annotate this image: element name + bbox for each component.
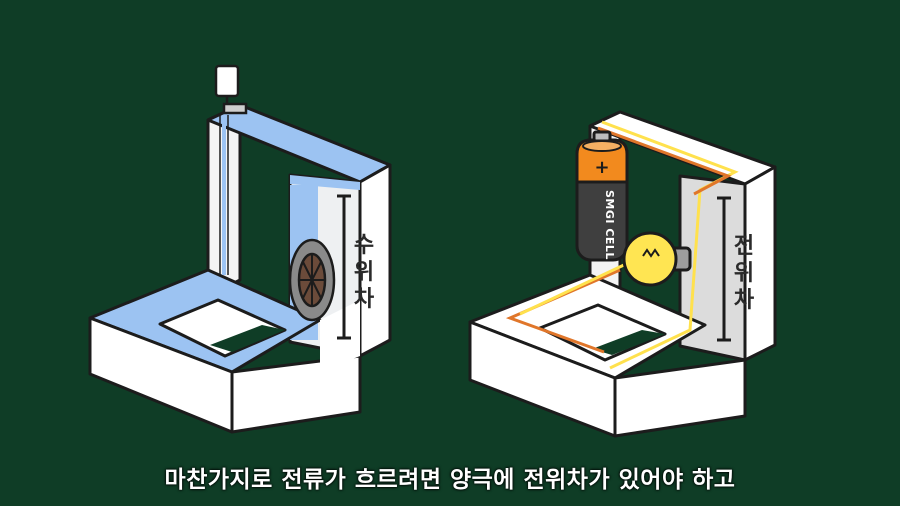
label-char: 차 (733, 288, 755, 313)
left-height-bracket (337, 194, 351, 340)
faucet-icon (214, 64, 248, 275)
water-wheel-icon (288, 238, 336, 322)
label-char: 차 (353, 287, 375, 312)
battery-icon (575, 130, 629, 262)
subtitle-caption: 마찬가지로 전류가 흐르려면 양극에 전위차가 있어야 하고 (164, 467, 736, 493)
water-height-difference-label: 수 위 차 (351, 232, 377, 313)
label-char: 수 (353, 233, 375, 258)
battery-label: SMGI CELL (603, 190, 616, 260)
battery-plus-sign: + (594, 157, 609, 178)
potential-difference-label: 전 위 차 (731, 233, 757, 314)
right-height-bracket (717, 196, 731, 342)
circuit-block (468, 110, 777, 438)
wire-path (505, 120, 739, 370)
label-char: 전 (733, 234, 755, 259)
label-char: 위 (733, 261, 755, 286)
label-char: 위 (353, 260, 375, 285)
light-bulb-icon (622, 231, 692, 287)
